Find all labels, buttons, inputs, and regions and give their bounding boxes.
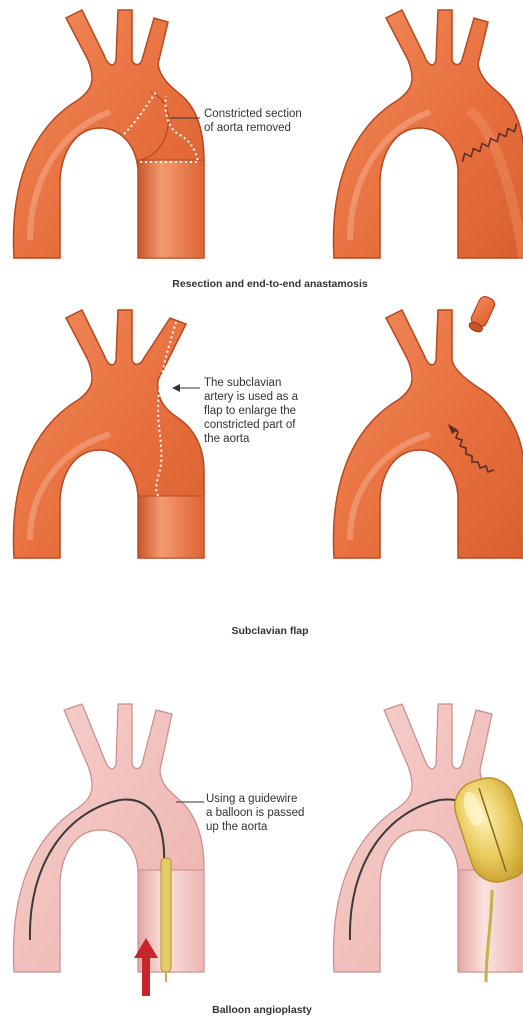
callout-arrowhead-flap [172, 384, 180, 392]
panel-resection: Constricted section of aorta removed Res… [13, 10, 523, 290]
aorta-after-resection [333, 10, 523, 258]
aorta-before-angioplasty [13, 704, 204, 982]
ligated-subclavian-stump [467, 295, 497, 334]
callout-angioplasty: Using a guidewire a balloon is passed up… [206, 793, 308, 833]
aorta-after-flap [333, 295, 523, 558]
caption-subclavian-flap: Subclavian flap [231, 625, 308, 637]
panel-balloon-angioplasty: Using a guidewire a balloon is passed up… [13, 704, 523, 1016]
deflated-balloon [161, 858, 171, 972]
caption-resection: Resection and end-to-end anastamosis [172, 278, 368, 290]
aorta-during-angioplasty [333, 704, 523, 982]
callout-resection: Constricted section of aorta removed [204, 108, 305, 134]
aorta-before-resection [13, 10, 204, 258]
panel-subclavian-flap: The subclavian artery is used as a flap … [13, 295, 523, 637]
callout-flap: The subclavian artery is used as a flap … [204, 377, 301, 445]
aorta-before-flap [13, 310, 204, 558]
caption-balloon-angioplasty: Balloon angioplasty [212, 1004, 312, 1016]
